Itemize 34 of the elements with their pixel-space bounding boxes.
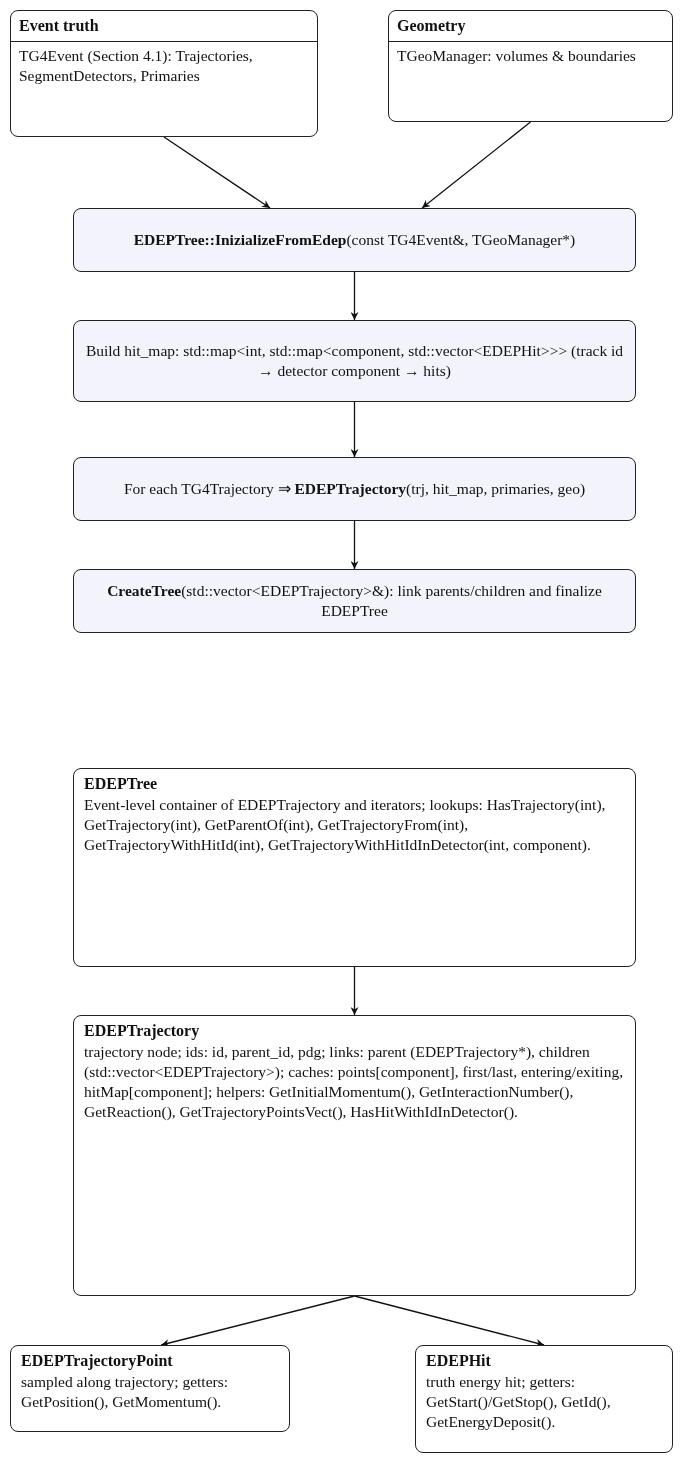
class-box: [415, 1345, 673, 1453]
box-heading: EDEPHit: [426, 1351, 492, 1371]
box-text: EDEPTree::InizializeFromEdep(const TG4Event&, TGeoManager*): [132, 229, 577, 250]
arrow: [160, 1295, 356, 1347]
class-box: [10, 10, 318, 137]
arrow: [353, 1295, 545, 1347]
box-text: TGeoManager: volumes & boundaries: [396, 45, 637, 66]
box-text: truth energy hit; getters: GetStart()/GetStop(), GetId(), GetEnergyDeposit().: [426, 1371, 612, 1433]
box-heading: Event truth: [11, 11, 317, 42]
box-heading: Geometry: [389, 11, 672, 42]
box-heading: EDEPTrajectory: [84, 1021, 201, 1042]
box-heading: EDEPTree: [84, 774, 159, 794]
process-box: [73, 208, 636, 272]
class-box: [73, 768, 636, 967]
arrow: [350, 271, 359, 321]
arrow: [350, 401, 359, 458]
class-box: [388, 10, 673, 122]
arrow: [350, 520, 359, 570]
arrow: [350, 966, 359, 1016]
process-box: [73, 320, 636, 402]
box-text: sampled along trajectory; getters: GetPosition(), GetMomentum().: [21, 1371, 230, 1412]
box-text: CreateTree(std::vector<EDEPTrajectory>&): link parents/children and finalize EDEPTree: [106, 580, 603, 621]
box-heading: EDEPTrajectoryPoint: [21, 1351, 174, 1372]
class-box: [10, 1345, 290, 1432]
box-text: For each TG4Trajectory ⇒ EDEPTrajectory(trj, hit_map, primaries, geo): [122, 478, 587, 499]
box-text: Event-level container of EDEPTrajectory and iterators; lookups: HasTrajectory(int), GetTrajectory(int), GetParentOf(int), GetTrajectoryFrom(int), GetTrajectoryWithHitId(int), GetTrajectoryWithHitIdInDetector(int, component).: [84, 794, 607, 856]
class-box: [73, 1015, 636, 1296]
arrow: [163, 136, 271, 209]
box-text: Build hit_map: std::map<int, std::map<component, std::vector<EDEPHit>>> (track id → detector component → hits): [84, 340, 625, 381]
box-text: TG4Event (Section 4.1): Trajectories, SegmentDetectors, Primaries: [18, 45, 254, 86]
arrow: [421, 121, 532, 209]
box-text: trajectory node; ids: id, parent_id, pdg; links: parent (EDEPTrajectory*), children (std::vector<EDEPTrajectory>); caches: points[component], first/last, entering/exiting, hitMap[component]; helpers: GetInitialMomentum(), GetInteractionNumber(), GetReaction(), GetTrajectoryPointsVect(), HasHitWithIdInDetector().: [84, 1041, 625, 1123]
process-box: [73, 569, 636, 633]
process-box: [73, 457, 636, 521]
